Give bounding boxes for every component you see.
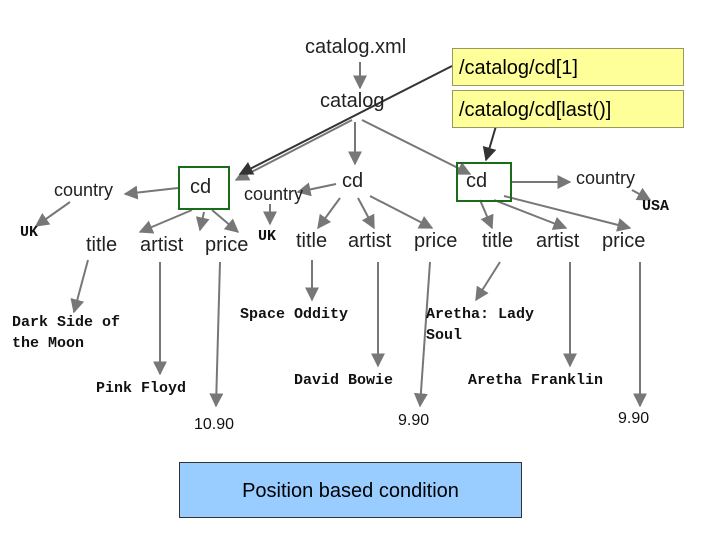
highlight-cd-first bbox=[178, 166, 230, 210]
country-node-1: country bbox=[54, 180, 114, 200]
country-node-2: country bbox=[244, 184, 304, 204]
title-node-3: title bbox=[482, 230, 514, 252]
artist-value-2: David Bowie bbox=[294, 372, 394, 389]
country-value-3: USA bbox=[642, 198, 670, 215]
arrow-cd1-price bbox=[211, 209, 240, 233]
root-node-catalog: catalog bbox=[320, 90, 385, 112]
arrow-cd3-artist bbox=[493, 199, 568, 230]
arrow-cd3-title bbox=[479, 199, 494, 230]
query-box-last-cd: /catalog/cd[last()] bbox=[452, 90, 684, 128]
highlight-cd-last bbox=[456, 162, 512, 202]
arrow-country3-usa bbox=[631, 187, 652, 201]
artist-value-3: Aretha Franklin bbox=[468, 372, 604, 389]
price-value-1: 10.90 bbox=[194, 416, 235, 433]
arrow-catalog-cd1 bbox=[234, 119, 353, 181]
country-node-3: country bbox=[576, 168, 636, 188]
price-node-1: price bbox=[205, 234, 249, 256]
price-node-3: price bbox=[602, 230, 646, 252]
arrow-price1-value bbox=[209, 261, 224, 408]
arrow-country1-uk bbox=[34, 201, 71, 227]
title-value-1: Dark Side of the Moon bbox=[12, 314, 121, 352]
arrow-query-last bbox=[482, 125, 497, 162]
title-value-2: Space Oddity bbox=[240, 306, 349, 323]
cd-node-3: cd bbox=[466, 170, 488, 192]
artist-value-1: Pink Floyd bbox=[96, 380, 187, 397]
artist-node-2: artist bbox=[348, 230, 392, 252]
arrow-title3-value bbox=[475, 261, 501, 302]
price-value-3: 9.90 bbox=[618, 410, 650, 427]
arrow-cd2-country bbox=[296, 182, 337, 197]
arrow-cd3-price bbox=[503, 195, 632, 232]
caption-box: Position based condition bbox=[179, 462, 522, 518]
arrow-title1-value bbox=[70, 259, 89, 314]
arrow-catalog-cd3 bbox=[361, 119, 472, 175]
title-node-1: title bbox=[86, 234, 118, 256]
cd-node-1: cd bbox=[190, 176, 212, 198]
title-node-2: title bbox=[296, 230, 328, 252]
artist-node-1: artist bbox=[140, 234, 184, 256]
arrow-cd2-title bbox=[317, 197, 341, 230]
artist-node-3: artist bbox=[536, 230, 580, 252]
arrow-query-first bbox=[238, 65, 453, 175]
price-node-2: price bbox=[414, 230, 458, 252]
title-value-3: Aretha: Lady Soul bbox=[426, 306, 535, 344]
arrow-cd1-title bbox=[138, 209, 193, 234]
country-value-2: UK bbox=[258, 228, 277, 245]
arrow-cd1-artist bbox=[195, 211, 210, 232]
cd-node-2: cd bbox=[342, 170, 364, 192]
arrow-cd2-artist bbox=[357, 197, 375, 230]
price-value-2: 9.90 bbox=[398, 412, 430, 429]
query-box-first-cd: /catalog/cd[1] bbox=[452, 48, 684, 86]
arrow-price2-value bbox=[413, 261, 431, 408]
country-value-1: UK bbox=[20, 224, 39, 241]
arrow-cd1-country bbox=[123, 185, 179, 200]
document-title: catalog.xml bbox=[305, 36, 407, 58]
arrow-cd2-price bbox=[369, 195, 434, 229]
